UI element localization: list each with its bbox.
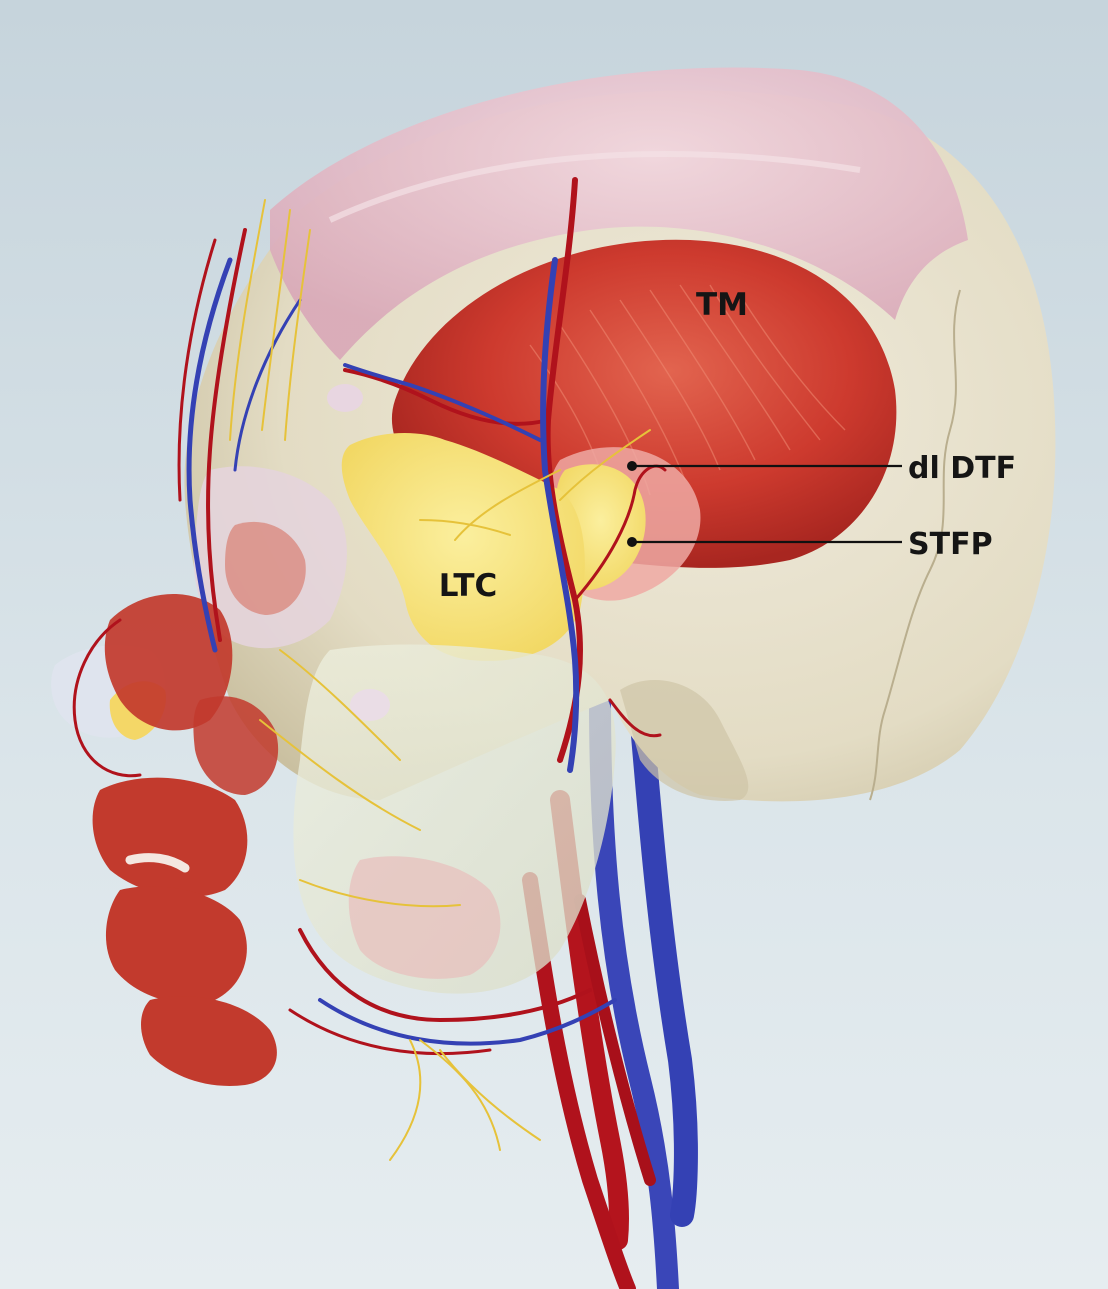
orbit-region — [193, 384, 390, 721]
leader-lines — [627, 461, 902, 547]
leader-dot-dl-dtf — [627, 461, 637, 471]
lateral-temporal-compartment — [341, 433, 585, 661]
teeth — [125, 853, 190, 873]
galea-highlight — [328, 151, 861, 223]
label-stfp: STFP — [908, 527, 993, 562]
masseter-muscle — [348, 856, 501, 979]
arteries — [72, 177, 667, 1056]
leader-dot-stfp — [627, 537, 637, 547]
suture-line — [869, 289, 961, 801]
nerves — [229, 199, 651, 1161]
label-dl-dtf: dl DTF — [908, 451, 1016, 486]
veins — [186, 257, 617, 1046]
galea-cap — [270, 67, 968, 360]
label-ltc: LTC — [439, 568, 498, 604]
facial-muscles — [92, 593, 279, 1086]
label-tm: TM — [696, 287, 748, 323]
mastoid-shadow — [620, 680, 749, 801]
